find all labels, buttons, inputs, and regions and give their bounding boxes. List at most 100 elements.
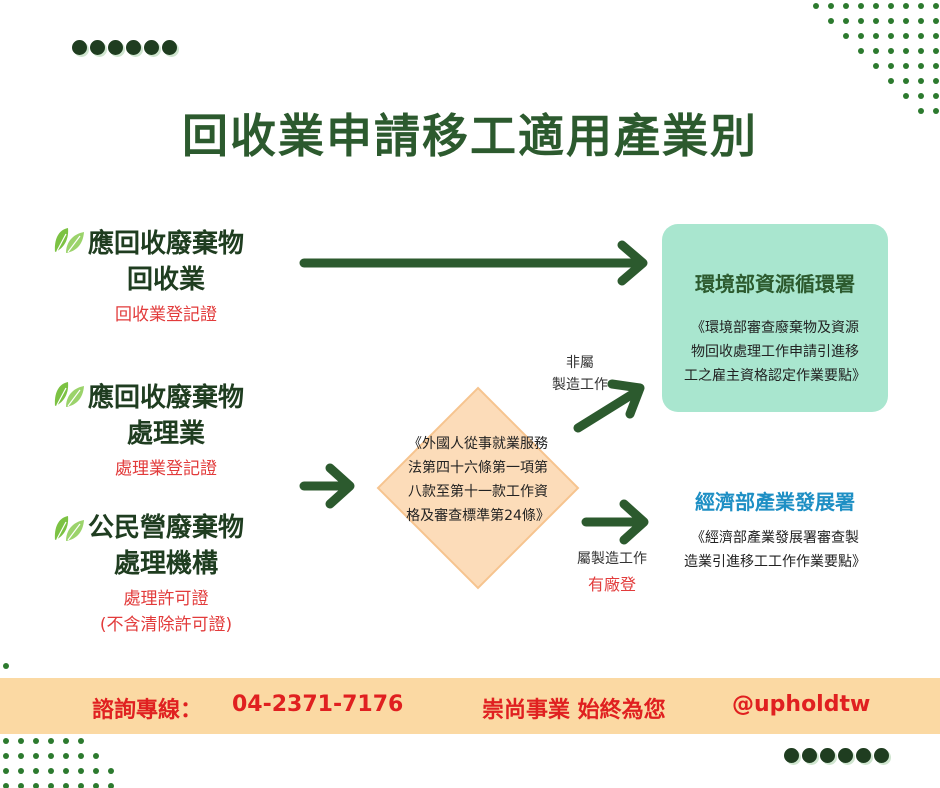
grid-dot (903, 93, 909, 99)
grid-dot (33, 738, 39, 744)
grid-dot (873, 48, 879, 54)
grid-dot (888, 33, 894, 39)
grid-dot (858, 3, 864, 9)
grid-dot (3, 768, 9, 774)
leaf-icon (54, 228, 84, 253)
epa-line-2: 物回收處理工作申請引進移 (691, 344, 859, 360)
law-line-1: 《外國人從事就業服務 (408, 436, 548, 452)
grid-dot (93, 783, 99, 788)
source-treatment: 應回收廢棄物 處理業 處理業登記證 (36, 380, 296, 482)
grid-dot (48, 783, 54, 788)
grid-dot (843, 18, 849, 24)
grid-dot (93, 753, 99, 759)
grid-dot (858, 33, 864, 39)
moea-body: 《經濟部產業發展署審查製 造業引進移工工作作業要點》 (660, 526, 890, 574)
grid-dot (918, 18, 924, 24)
epa-box: 環境部資源循環署 《環境部審查廢棄物及資源 物回收處理工作申請引進移 工之雇主資… (662, 224, 888, 412)
source-treatment-cert: 處理業登記證 (115, 459, 217, 479)
law-text: 《外國人從事就業服務 法第四十六條第一項第 八款至第十一款工作資 格及審查標準第… (383, 432, 573, 528)
dot-row-bottom-right (784, 748, 889, 763)
grid-dot (843, 33, 849, 39)
source-recycling-name-2: 回收業 (126, 265, 205, 295)
source-facility-cert-1: 處理許可證 (123, 589, 209, 609)
grid-dot (873, 33, 879, 39)
grid-dot (918, 48, 924, 54)
grid-dot (78, 738, 84, 744)
grid-dot (933, 78, 939, 84)
grid-dot (888, 3, 894, 9)
social-handle[interactable]: @upholdtw (732, 692, 871, 717)
slogan: 崇尚事業 始終為您 (482, 698, 666, 723)
grid-dot (3, 783, 9, 788)
grid-dot (33, 768, 39, 774)
grid-dot (18, 753, 24, 759)
law-line-2: 法第四十六條第一項第 (408, 460, 548, 476)
grid-dot (888, 48, 894, 54)
grid-dot (903, 18, 909, 24)
branch-label-manufacturing: 屬製造工作 有廠登 (562, 548, 662, 596)
grid-dot (3, 738, 9, 744)
grid-dot (3, 753, 9, 759)
grid-dot (33, 753, 39, 759)
grid-dot (18, 738, 24, 744)
branch-upper-line-1: 非屬 (566, 355, 594, 371)
moea-line-2: 造業引進移工工作作業要點》 (684, 554, 866, 570)
footer-bar: 諮詢專線： 04-2371-7176 崇尚事業 始終為您 @upholdtw (0, 678, 940, 734)
epa-line-3: 工之雇主資格認定作業要點》 (684, 368, 866, 384)
grid-dot (873, 3, 879, 9)
grid-dot (933, 63, 939, 69)
law-line-4: 格及審查標準第24條》 (406, 508, 550, 524)
dot-grid-top-right (813, 3, 939, 114)
source-recycling: 應回收廢棄物 回收業 回收業登記證 (36, 226, 296, 328)
grid-dot (933, 108, 939, 114)
grid-dot (903, 63, 909, 69)
grid-dot (933, 33, 939, 39)
source-facility: 公民營廢棄物 處理機構 處理許可證 (不含清除許可證) (36, 510, 296, 638)
grid-dot (48, 768, 54, 774)
grid-dot (813, 3, 819, 9)
grid-dot (93, 768, 99, 774)
grid-dot (933, 48, 939, 54)
grid-dot (918, 3, 924, 9)
grid-dot (918, 93, 924, 99)
law-line-3: 八款至第十一款工作資 (408, 484, 548, 500)
grid-dot (903, 33, 909, 39)
grid-dot (888, 18, 894, 24)
grid-dot (858, 18, 864, 24)
law-diamond (376, 386, 580, 590)
source-treatment-name-2: 處理業 (126, 419, 205, 449)
grid-dot (108, 783, 114, 788)
grid-dot (918, 78, 924, 84)
branch-upper-line-2: 製造工作 (552, 377, 608, 393)
moea-heading: 經濟部產業發展署 (695, 490, 855, 514)
grid-dot (888, 63, 894, 69)
grid-dot (903, 78, 909, 84)
grid-dot (873, 18, 879, 24)
epa-body: 《環境部審查廢棄物及資源 物回收處理工作申請引進移 工之雇主資格認定作業要點》 (672, 316, 878, 388)
grid-dot (903, 48, 909, 54)
grid-dot (48, 753, 54, 759)
epa-heading: 環境部資源循環署 (695, 272, 855, 296)
source-recycling-name-1: 應回收廢棄物 (87, 229, 244, 259)
source-facility-cert-2: (不含清除許可證) (99, 615, 233, 635)
grid-dot (78, 768, 84, 774)
grid-dot (918, 33, 924, 39)
grid-dot (828, 18, 834, 24)
grid-dot (63, 783, 69, 788)
grid-dot (843, 3, 849, 9)
grid-dot (108, 768, 114, 774)
dot-row-top-left (72, 40, 177, 55)
leaf-icon (54, 516, 84, 541)
branch-lower-line-2: 有廠登 (587, 575, 636, 594)
grid-dot (18, 768, 24, 774)
grid-dot (828, 3, 834, 9)
grid-dot (933, 93, 939, 99)
source-facility-name-2: 處理機構 (113, 549, 218, 579)
grid-dot (918, 63, 924, 69)
branch-lower-line-1: 屬製造工作 (577, 551, 647, 567)
hotline-number[interactable]: 04-2371-7176 (232, 692, 404, 717)
source-recycling-cert: 回收業登記證 (115, 305, 217, 325)
leaf-icon (54, 382, 84, 407)
grid-dot (3, 663, 9, 669)
